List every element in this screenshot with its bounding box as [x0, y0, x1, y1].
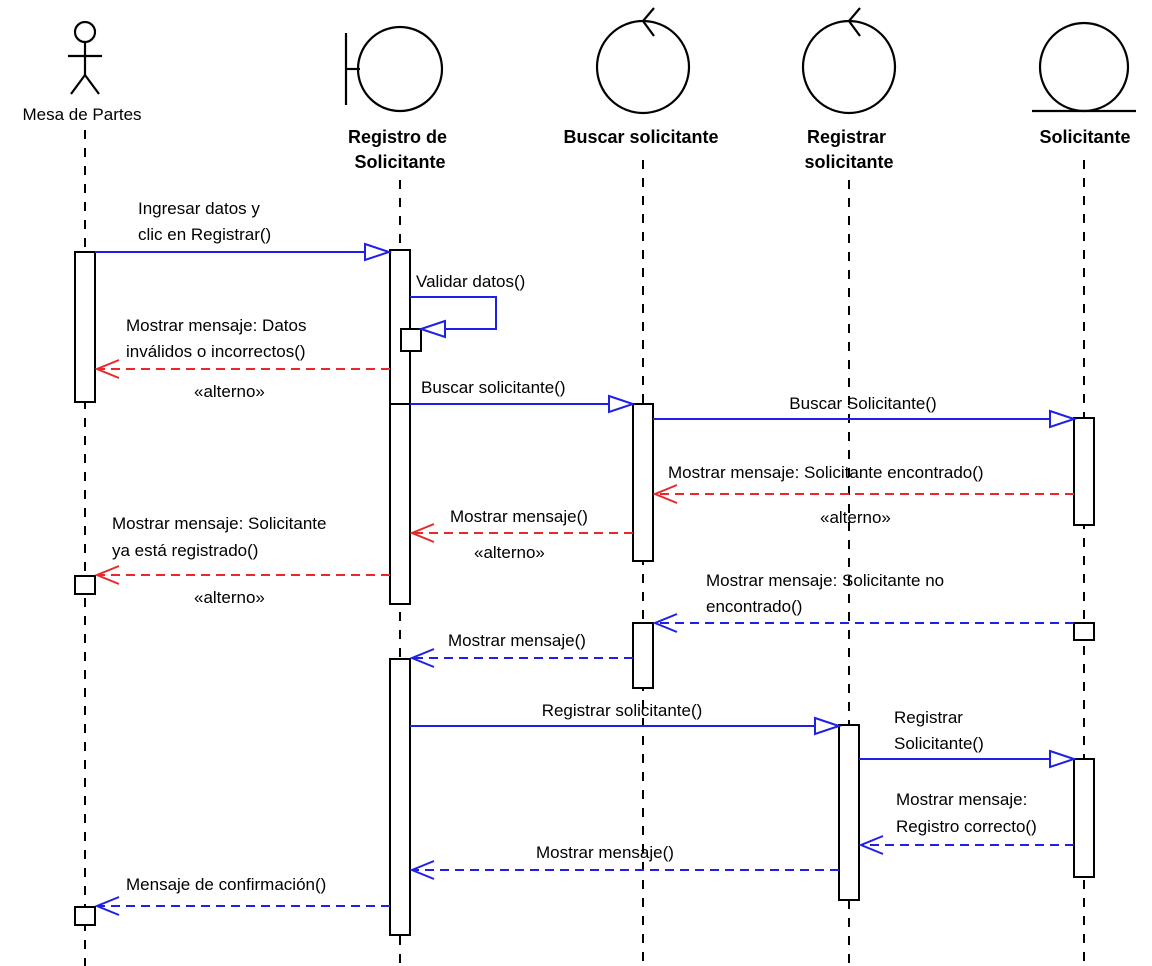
activation-bar	[400, 328, 422, 352]
message-label: Mostrar mensaje: Solicitante encontrado(…	[668, 463, 984, 482]
control-icon	[595, 7, 691, 115]
actor-icon	[68, 20, 102, 95]
activation-bar	[74, 251, 96, 403]
activation-bar	[838, 724, 860, 901]
message-registro-correcto	[858, 835, 1074, 855]
guard-label: «alterno»	[194, 588, 265, 607]
activation-bar	[1073, 622, 1095, 641]
message-label: Mostrar mensaje: Registro correcto()	[896, 790, 1037, 836]
activation-bar	[389, 249, 411, 405]
activation-bar	[632, 622, 654, 689]
control2-label: Registrar solicitante	[804, 127, 893, 172]
message-label: Registrar solicitante()	[542, 701, 703, 720]
message-label: Mensaje de confirmación()	[126, 875, 326, 894]
entity-label: Solicitante	[1039, 127, 1130, 147]
message-label: Mostrar mensaje()	[448, 631, 586, 650]
activation-bar	[74, 906, 96, 926]
entity-icon	[1032, 21, 1136, 113]
message-label: Registrar Solicitante()	[894, 708, 984, 753]
activation-bar	[1073, 758, 1095, 878]
message-buscar-solicitante-entity	[653, 409, 1078, 429]
activation-bar	[632, 403, 654, 562]
control-icon	[801, 7, 897, 115]
control1-label: Buscar solicitante	[563, 127, 718, 147]
actor-label: Mesa de Partes	[22, 105, 141, 124]
message-label: Mostrar mensaje: Datos inválidos o incor…	[126, 316, 311, 361]
message-label: Mostrar mensaje: Solicitante no encontra…	[706, 571, 949, 616]
message-datos-invalidos	[94, 359, 390, 379]
message-solicitante-encontrado	[652, 484, 1074, 504]
message-label: Mostrar mensaje()	[450, 507, 588, 526]
guard-label: «alterno»	[820, 508, 891, 527]
boundary-icon	[344, 25, 444, 113]
activation-bar	[74, 575, 96, 595]
message-solicitante-no-encontrado	[652, 613, 1074, 633]
guard-label: «alterno»	[194, 382, 265, 401]
message-mostrar-mensaje-final	[409, 860, 839, 880]
message-mostrar-mensaje-red	[409, 523, 633, 543]
message-validar-datos	[410, 296, 497, 339]
message-label: Buscar solicitante()	[421, 378, 566, 397]
activation-bar	[1073, 417, 1095, 526]
message-label: Mostrar mensaje()	[536, 843, 674, 862]
boundary-label: Registro de Solicitante	[348, 127, 452, 172]
message-label: Validar datos()	[416, 272, 525, 291]
guard-label: «alterno»	[474, 543, 545, 562]
activation-bar	[389, 403, 411, 605]
message-confirmacion	[94, 896, 390, 916]
message-buscar-solicitante	[410, 394, 637, 414]
message-label: Ingresar datos y clic en Registrar()	[138, 199, 271, 244]
message-ya-registrado	[94, 565, 390, 585]
message-ingresar-datos	[95, 242, 393, 262]
message-mostrar-mensaje-blue	[409, 648, 633, 668]
message-registrar-solicitante	[410, 716, 843, 736]
activation-bar	[389, 658, 411, 936]
message-registrar-solicitante-entity	[859, 749, 1078, 769]
message-label: Buscar Solicitante()	[789, 394, 936, 413]
message-label: Mostrar mensaje: Solicitante ya está reg…	[112, 514, 331, 560]
